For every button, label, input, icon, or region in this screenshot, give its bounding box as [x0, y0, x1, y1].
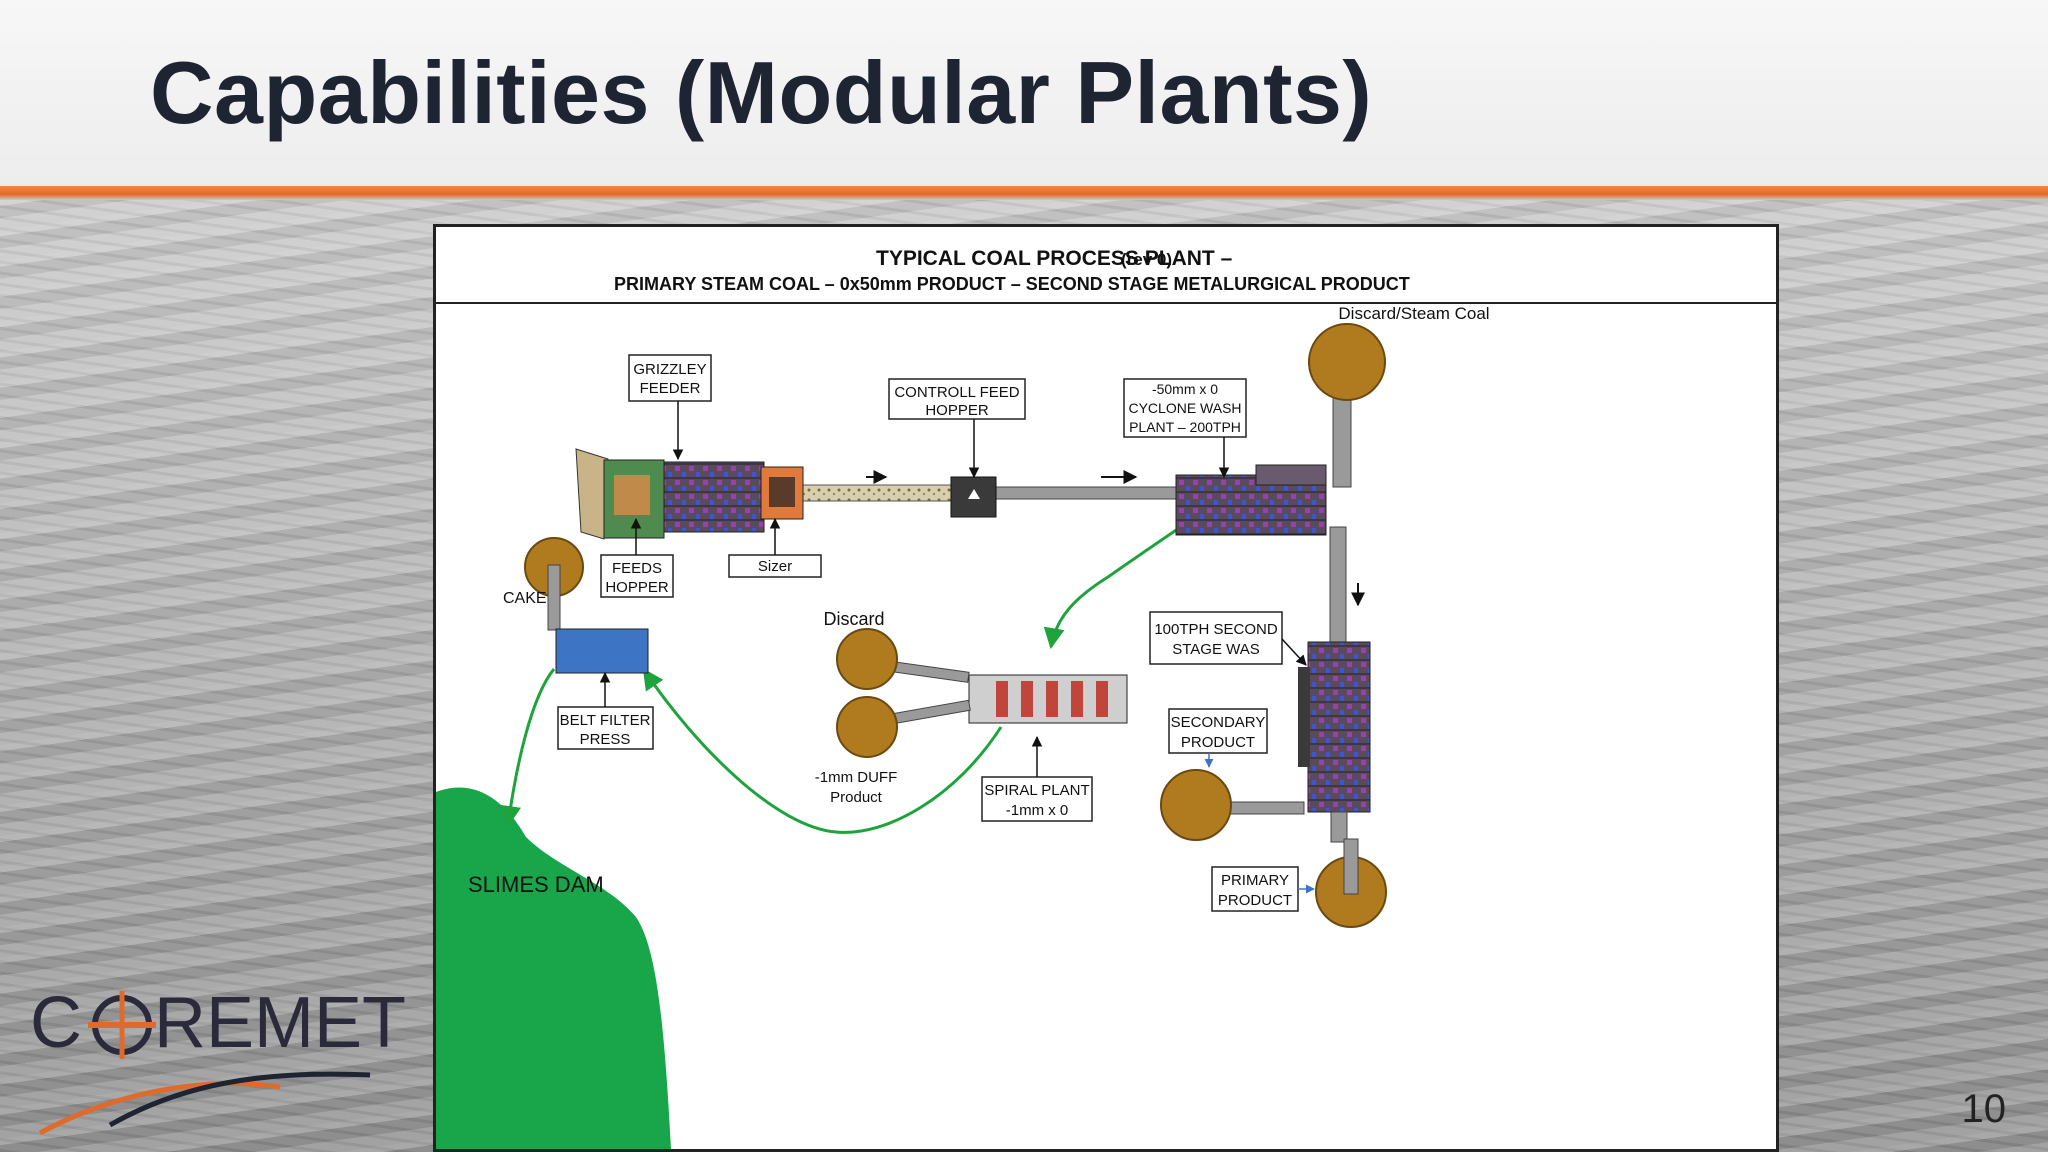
conveyor-to-second-stage [1329, 526, 1347, 648]
hopper-outlet-icon [968, 489, 980, 499]
slide-title: Capabilities (Modular Plants) [150, 43, 1373, 142]
diagram-canvas: TYPICAL COAL PROCESS PLANT – (rev 0) PRI… [436, 247, 1776, 1149]
page-number: 10 [1961, 1087, 2007, 1131]
conveyor-to-cyclone [995, 486, 1177, 500]
slide-header: Capabilities (Modular Plants) [0, 0, 2048, 186]
svg-text:CONTROLL FEED: CONTROLL FEED [894, 384, 1019, 401]
label-controll-feed-hopper: CONTROLL FEED HOPPER [888, 378, 1026, 479]
conveyor-to-primary [1330, 811, 1348, 843]
feeds-hopper-load [614, 475, 650, 515]
svg-text:Sizer: Sizer [758, 558, 792, 575]
svg-text:FEEDER: FEEDER [640, 380, 701, 397]
svg-text:CYCLONE WASH: CYCLONE WASH [1128, 400, 1241, 416]
label-cyclone-wash-plant: -50mm x 0 CYCLONE WASH PLANT – 200TPH [1123, 378, 1247, 479]
diagram-header: TYPICAL COAL PROCESS PLANT – (rev 0) PRI… [436, 247, 1776, 304]
label-feeds-hopper: FEEDS HOPPER [600, 517, 674, 598]
svg-text:-1mm x 0: -1mm x 0 [1006, 802, 1069, 819]
svg-text:SECONDARY: SECONDARY [1171, 714, 1266, 731]
logo-globe-icon [88, 991, 156, 1059]
label-sizer: Sizer [728, 517, 822, 578]
svg-text:BELT FILTER: BELT FILTER [560, 712, 651, 729]
svg-text:100TPH SECOND: 100TPH SECOND [1154, 621, 1278, 638]
coremet-logo: C REMET [30, 983, 406, 1136]
label-grizzley-feeder: GRIZZLEY FEEDER [628, 354, 712, 461]
svg-text:PRESS: PRESS [580, 731, 631, 748]
cyclone-top-unit [1255, 464, 1327, 486]
svg-text:-1mm DUFF: -1mm DUFF [815, 769, 898, 786]
duff-product-stockpile [836, 696, 898, 758]
label-duff-product: -1mm DUFF Product [815, 769, 898, 806]
svg-text:HOPPER: HOPPER [925, 402, 989, 419]
svg-text:STAGE WAS: STAGE WAS [1172, 641, 1260, 658]
sizer-rolls [769, 477, 795, 507]
svg-text:SPIRAL PLANT: SPIRAL PLANT [984, 782, 1089, 799]
discard-steam-coal-stockpile [1308, 323, 1386, 401]
svg-text:PRIMARY: PRIMARY [1221, 872, 1289, 889]
svg-text:PRODUCT: PRODUCT [1181, 734, 1255, 751]
logo-letters-remet: REMET [154, 983, 406, 1063]
conveyor-primary-pile [1343, 838, 1359, 895]
svg-text:-50mm x 0: -50mm x 0 [1152, 381, 1218, 397]
belt-filter-press-unit [555, 628, 649, 674]
label-cake: CAKE [503, 590, 547, 607]
logo-letter-c: C [30, 983, 82, 1063]
conveyor-to-cake [547, 564, 561, 631]
secondary-product-stockpile [1160, 769, 1232, 841]
accent-bar [0, 186, 2048, 200]
process-diagram: TYPICAL COAL PROCESS PLANT – (rev 0) PRI… [433, 224, 1779, 1152]
flow-line-filter-to-slimes [500, 668, 556, 828]
svg-text:Product: Product [830, 789, 883, 806]
label-primary-product: PRIMARY PRODUCT [1211, 866, 1315, 912]
spiral-cells [996, 681, 1108, 717]
label-spiral-plant: SPIRAL PLANT -1mm x 0 [981, 735, 1093, 822]
diagram-revision: (rev 0) [1121, 250, 1172, 269]
flow-line-spiral-to-filter [642, 668, 1003, 834]
discard-stockpile [836, 628, 898, 690]
grizzley-feeder-unit [663, 461, 765, 533]
label-secondary-product: SECONDARY PRODUCT [1168, 708, 1268, 768]
svg-text:GRIZZLEY: GRIZZLEY [633, 361, 706, 378]
label-second-stage-wash: 100TPH SECOND STAGE WAS [1149, 611, 1307, 666]
second-stage-side-frame [1298, 667, 1310, 767]
svg-text:HOPPER: HOPPER [605, 579, 669, 596]
slimes-dam-area [436, 787, 671, 1149]
conveyor-feed [802, 484, 952, 502]
second-stage-wash-unit [1307, 641, 1371, 813]
logo-swoosh-orange [38, 1081, 281, 1136]
feed-hopper-bin [575, 448, 609, 540]
label-belt-filter-press: BELT FILTER PRESS [557, 671, 654, 750]
diagram-title: TYPICAL COAL PROCESS PLANT – [876, 247, 1233, 270]
label-discard-steam-coal: Discard/Steam Coal [1338, 304, 1489, 323]
logo-swoosh-dark [108, 1071, 371, 1128]
diagram-subtitle: PRIMARY STEAM COAL – 0x50mm PRODUCT – SE… [614, 274, 1410, 294]
label-discard: Discard [823, 609, 884, 629]
svg-text:PRODUCT: PRODUCT [1218, 892, 1292, 909]
svg-text:FEEDS: FEEDS [612, 560, 662, 577]
slimes-dam-label: SLIMES DAM [468, 872, 604, 897]
svg-text:PLANT – 200TPH: PLANT – 200TPH [1129, 419, 1241, 435]
